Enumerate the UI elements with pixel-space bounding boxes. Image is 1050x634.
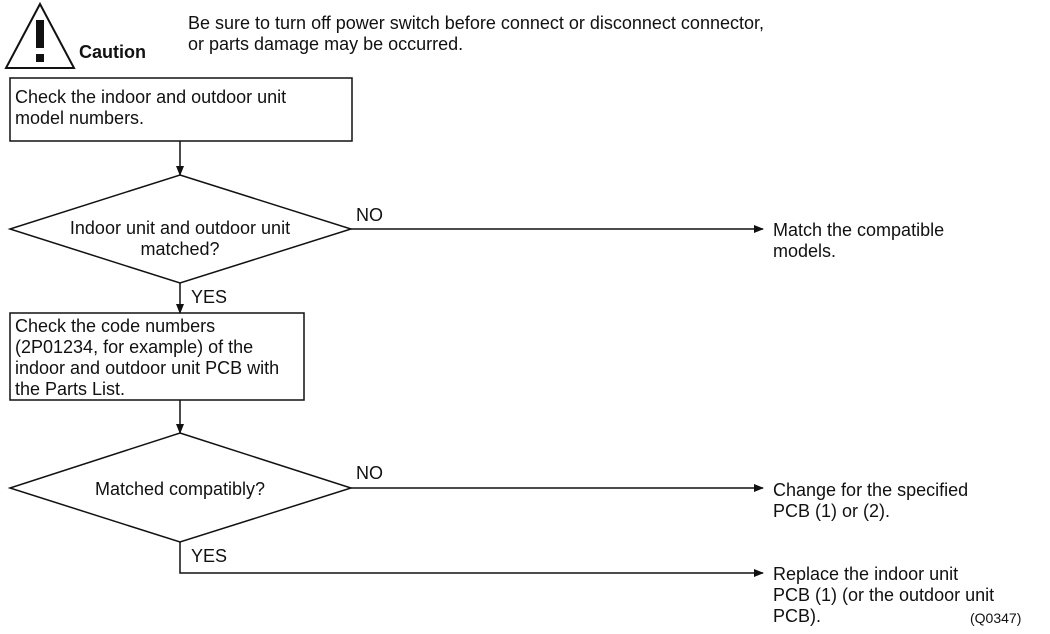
result1-text: Match the compatible models. (773, 220, 945, 261)
decision1-yes-label: YES (191, 287, 228, 307)
decision2-text: Matched compatibly? (94, 479, 266, 499)
figure-code: (Q0347) (970, 610, 1022, 626)
decision1-text: Indoor unit and outdoor unit matched? (69, 218, 291, 259)
warning-triangle-icon (4, 1, 76, 69)
decision2-yes-arrow (179, 542, 764, 577)
caution-message: Be sure to turn off power switch before … (188, 13, 764, 54)
decision2-no-label: NO (356, 463, 383, 483)
caution-label: Caution (79, 42, 146, 62)
step2-box (9, 312, 305, 401)
decision1-no-label: NO (356, 205, 383, 225)
result2-text: Change for the specified PCB (1) or (2). (773, 480, 969, 521)
result3-text: Replace the indoor unit PCB (1) (or the … (773, 564, 995, 626)
decision2-yes-label: YES (191, 546, 228, 566)
step2-text: Check the code numbers (2P01234, for exa… (15, 316, 280, 399)
step1-text: Check the indoor and outdoor unit model … (15, 87, 287, 128)
step1-box (9, 77, 353, 142)
